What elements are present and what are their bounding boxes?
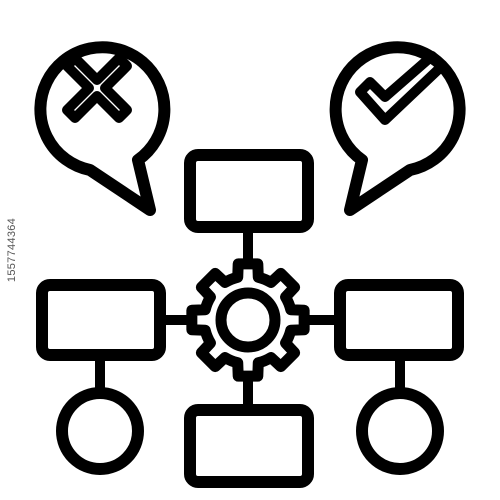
reject-speech-bubble-icon [34,41,171,216]
checkmark-icon [355,51,447,125]
left-node [36,279,166,361]
connector-lines [95,227,405,410]
reject-bubble-group [34,41,171,216]
approve-speech-bubble-icon [329,41,466,216]
gear-hub [215,287,281,353]
stock-id-text: 1557744364 [6,217,18,283]
left-terminal-node [56,387,144,475]
approve-bubble-group [329,41,466,216]
bottom-node [184,404,314,488]
cross-icon [62,53,132,123]
gear-icon [186,258,310,382]
top-node [184,149,314,233]
gear-outline [186,258,310,382]
right-node [334,279,464,361]
right-terminal-node [356,387,444,475]
